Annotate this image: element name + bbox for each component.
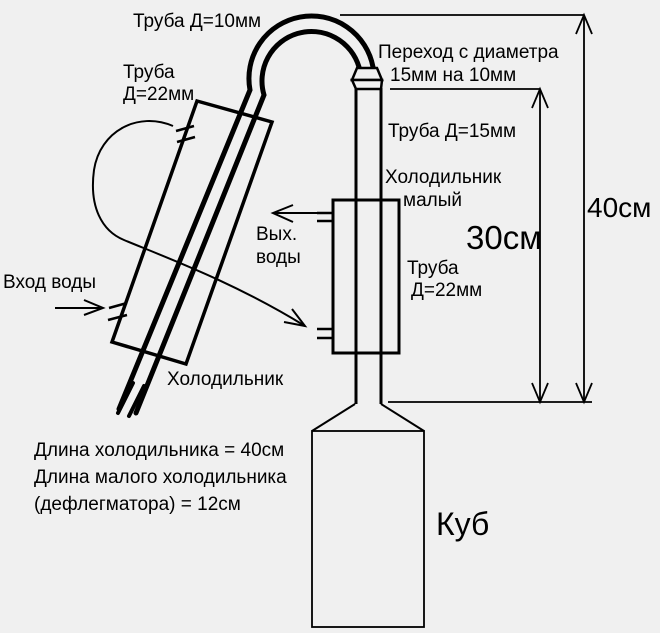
tube-break-slash-2 (127, 384, 146, 418)
water-hose-line (92, 120, 306, 327)
reducer-line1: Переход с диаметра (378, 42, 559, 63)
water-hose-arrowhead (283, 308, 308, 328)
water-in-arrowhead (83, 299, 106, 316)
dim40-label: 40см (587, 192, 652, 223)
boiler-body (311, 430, 425, 628)
water-out-line1: Вых. (256, 224, 298, 245)
water-out-arrowhead (270, 204, 294, 223)
pipe10-label: Труба Д=10мм (133, 11, 262, 32)
note-line3: (дефлегматора) = 12см (34, 494, 241, 515)
vapor-tube-inner-line (133, 28, 362, 416)
small-condenser-label: Холодильник малый (385, 166, 501, 212)
boiler-shoulder-left (311, 403, 356, 432)
reducer-label: Переход с диаметра 15мм на 10мм (378, 41, 559, 87)
note-line2: Длина малого холодильника (34, 467, 287, 488)
pipe22-left-line2: Д=22мм (123, 84, 195, 105)
condenser-top-fitting-line-2 (176, 135, 196, 144)
water-in-label: Вход воды (3, 272, 97, 293)
notes-block: Длина холодильника = 40см Длина малого х… (34, 437, 287, 518)
dim40-arrowhead-up (575, 12, 593, 35)
small-condenser-body (331, 198, 401, 355)
boiler-shoulder-right (380, 403, 425, 432)
pipe22-left-label: Труба Д=22мм (123, 62, 194, 106)
small-condenser-line2: малый (403, 190, 462, 211)
condenser-body (109, 98, 275, 367)
vapor-tube-outer-line (116, 13, 376, 412)
pipe22-left-line1: Труба (123, 62, 175, 83)
tube-break-slash-1 (116, 381, 135, 415)
condenser-bottom-fitting-line-1 (108, 301, 128, 310)
dim30-label: 30см (466, 219, 542, 256)
pipe15-label: Труба Д=15мм (388, 121, 517, 142)
water-out-label: Вых. воды (256, 223, 301, 269)
dim30-arrowhead-down (531, 382, 549, 405)
pipe22-right-line2: Д=22мм (411, 280, 483, 301)
boiler-label: Куб (436, 506, 490, 542)
dim30-arrowhead-up (531, 86, 549, 109)
pipe22-right-line1: Труба (407, 258, 459, 279)
note-line1: Длина холодильника = 40см (34, 440, 285, 461)
reducer-transition (350, 78, 384, 91)
condenser-label: Холодильник (167, 369, 284, 390)
dim40-arrowhead-down (575, 382, 593, 405)
small-condenser-line1: Холодильник (385, 167, 502, 188)
condenser-top-fitting-line-1 (175, 124, 195, 133)
water-out-line2: воды (256, 247, 301, 268)
reducer-line2: 15мм на 10мм (390, 65, 517, 86)
condenser-bottom-fitting-line-2 (107, 313, 128, 322)
pipe22-right-label: Труба Д=22мм (407, 258, 482, 302)
